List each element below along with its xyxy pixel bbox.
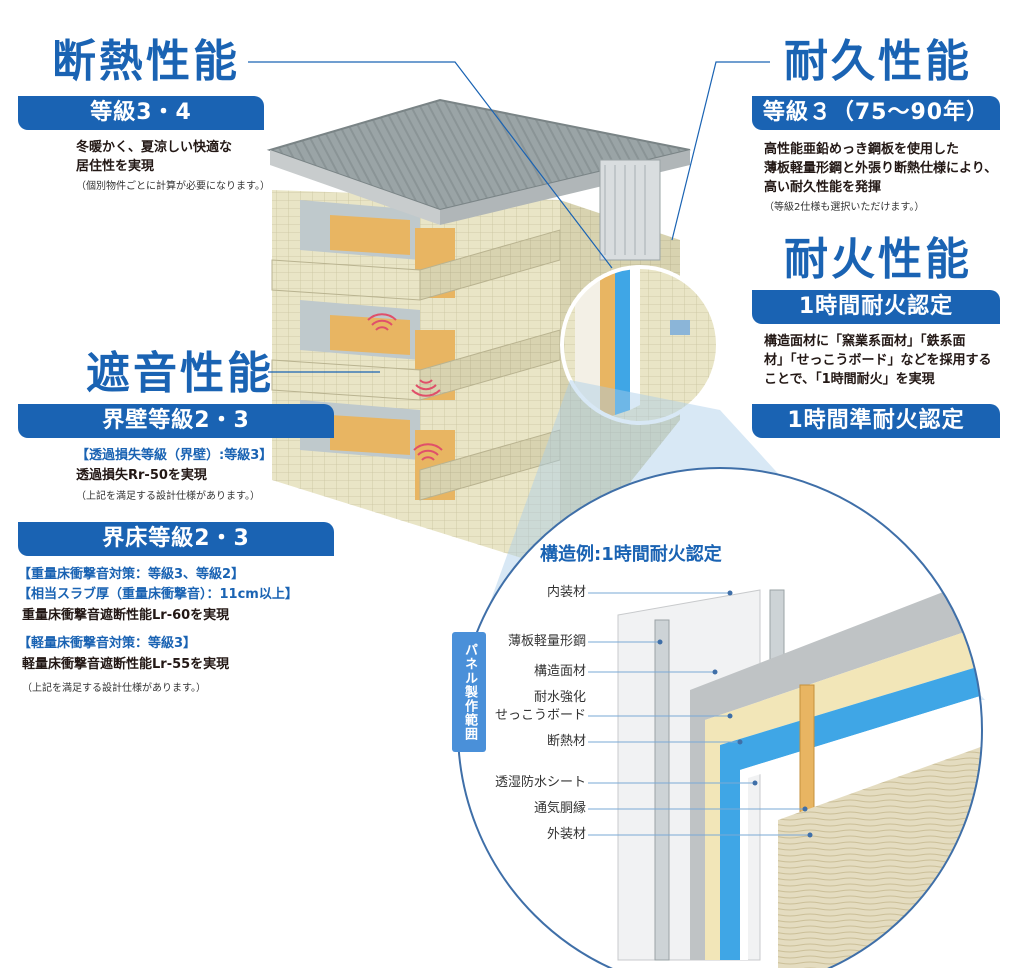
durability-title: 耐久性能 xyxy=(784,36,972,87)
wall-grade-bar: 界壁等級2・3 xyxy=(18,404,334,438)
floor-desc-1: 重量床衝撃音遮断性能Lr-60を実現 xyxy=(22,608,230,623)
wall-note: （上記を満足する設計仕様があります。） xyxy=(76,491,260,502)
floor-desc-2: 軽量床衝撃音遮断性能Lr-55を実現 xyxy=(22,657,230,672)
floor-sub-1: 【重量床衝撃音対策：等級3、等級2】 xyxy=(18,567,245,582)
wall-sub: 【透過損失等級（界壁）:等級3】 xyxy=(76,448,273,463)
layer-label-insulation: 断熱材 xyxy=(546,734,586,749)
layer-label-water-resistant: 耐水強化 xyxy=(533,690,586,705)
insulation-title: 断熱性能 xyxy=(52,36,240,87)
durability-desc-1: 高性能亜鉛めっき鋼板を使用した xyxy=(764,142,960,157)
layer-label-steel: 薄板軽量形鋼 xyxy=(507,634,586,649)
floor-sub-2: 【相当スラブ厚（重量床衝撃音）：11cm以上】 xyxy=(18,587,298,602)
durability-desc-2: 薄板軽量形鋼と外張り断熱仕様により、 xyxy=(764,161,998,176)
title-callout-lines xyxy=(248,61,770,373)
detail-title: 構造例:1時間耐火認定 xyxy=(540,544,722,565)
layer-label-interior: 内装材 xyxy=(546,585,586,600)
layer-label-furring: 通気胴縁 xyxy=(533,801,586,816)
insulation-note: （個別物件ごとに計算が必要になります。） xyxy=(76,181,270,192)
fire-desc-3: ことで、「1時間耐火」を実現 xyxy=(764,372,935,387)
floor-grade-bar: 界床等級2・3 xyxy=(18,522,334,556)
sound-title: 遮音性能 xyxy=(86,348,274,399)
layer-label-exterior: 外装材 xyxy=(546,827,586,842)
sound-wave-icon xyxy=(367,313,443,461)
insulation-desc-1: 冬暖かく、夏涼しい快適な xyxy=(76,140,233,155)
floor-note: （上記を満足する設計仕様があります。） xyxy=(22,683,206,694)
fire-grade-bar-2: 1時間準耐火認定 xyxy=(752,404,1000,438)
durability-note: （等級2仕様も選択いただけます。） xyxy=(764,202,925,213)
fire-grade-bar-1: 1時間耐火認定 xyxy=(752,290,1000,324)
layer-label-gypsum-board: せっこうボード xyxy=(494,708,586,723)
durability-desc-3: 高い耐久性能を発揮 xyxy=(764,180,882,195)
wall-section-zoom xyxy=(562,267,718,423)
wall-desc: 透過損失Rr-50を実現 xyxy=(76,468,207,483)
layer-leader-dots xyxy=(657,590,813,838)
fire-title: 耐火性能 xyxy=(784,234,972,285)
layer-label-membrane: 透湿防水シート xyxy=(494,775,586,790)
floor-sub-3: 【軽量床衝撃音対策：等級3】 xyxy=(18,636,197,651)
fire-desc-1: 構造面材に「窯業系面材」「鉄系面 xyxy=(764,334,966,349)
balcony-rails xyxy=(271,229,561,501)
durability-grade-bar: 等級３（75〜90年） xyxy=(752,96,1000,130)
fire-desc-2: 材」「せっこうボード」などを採用する xyxy=(764,353,992,368)
insulation-grade-bar: 等級3・4 xyxy=(18,96,264,130)
layer-leader-lines xyxy=(588,592,810,836)
layer-label-structural-board: 構造面材 xyxy=(533,664,586,679)
insulation-desc-2: 居住性を実現 xyxy=(76,159,155,174)
wall-section-detail xyxy=(458,468,982,968)
panel-range-label: パネル製作範囲 xyxy=(452,632,486,752)
